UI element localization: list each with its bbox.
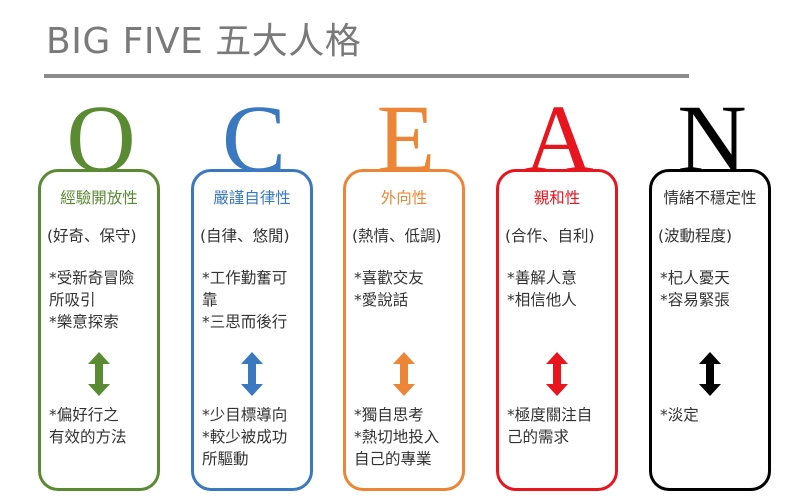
factor-letter: N — [677, 85, 747, 192]
factor-card: 親和性 (合作、自利) *善解人意 *相信他人 *極度關注自己的需求 — [496, 169, 618, 491]
high-traits-list: *善解人意 *相信他人 — [507, 267, 611, 311]
factor-letter: E — [376, 85, 436, 192]
trait-name: 情緒不穩定性 — [663, 189, 757, 207]
high-traits-list: *喜歡交友 *愛說話 — [354, 267, 458, 311]
trait-range: (熱情、低調) — [352, 227, 442, 245]
high-traits-list: *受新奇冒險所吸引 *樂意探索 — [49, 267, 153, 333]
low-trait-line: 自己的專業 — [354, 450, 432, 468]
factor-card: 情緒不穩定性 (波動程度) *杞人憂天 *容易緊張 *淡定 — [649, 169, 771, 491]
low-trait-line: *淡定 — [660, 406, 699, 424]
factor-letter: O — [66, 85, 136, 192]
low-traits-list: *淡定 — [660, 404, 764, 426]
high-trait-line: *相信他人 — [507, 291, 577, 309]
low-traits-list: *偏好行之有效的方法 — [49, 404, 153, 448]
factor-letter: C — [221, 85, 287, 192]
trait-range: (好奇、保守) — [47, 227, 137, 245]
low-trait-line: *極度關注自 — [507, 406, 593, 424]
high-traits-list: *工作勤奮可靠 *三思而後行 — [202, 267, 306, 333]
high-trait-line: *容易緊張 — [660, 291, 730, 309]
high-trait-line: *樂意探索 — [49, 313, 119, 331]
low-trait-line: 己的需求 — [507, 428, 570, 446]
low-traits-list: *獨自思考 *熱切地投入自己的專業 — [354, 404, 458, 470]
trait-name: 經驗開放性 — [60, 189, 138, 207]
page-title: BIG FIVE 五大人格 — [46, 21, 362, 62]
high-trait-line: *工作勤奮可 — [202, 269, 288, 287]
low-traits-list: *少目標導向 *較少被成功所驅動 — [202, 404, 306, 470]
title-divider — [44, 74, 689, 78]
trait-name: 嚴謹自律性 — [213, 189, 291, 207]
double-arrow-icon — [88, 352, 110, 396]
factor-card: 嚴謹自律性 (自律、悠閒) *工作勤奮可靠 *三思而後行 *少目標導向 *較少被成功所驅動 — [191, 169, 313, 491]
high-trait-line: *愛說話 — [354, 291, 409, 309]
high-trait-line: *杞人憂天 — [660, 269, 730, 287]
high-trait-line: *喜歡交友 — [354, 269, 424, 287]
trait-range: (合作、自利) — [505, 227, 595, 245]
trait-range: (波動程度) — [658, 227, 733, 245]
low-trait-line: 所驅動 — [202, 450, 249, 468]
high-trait-line: 靠 — [202, 291, 218, 309]
double-arrow-icon — [241, 352, 263, 396]
double-arrow-icon — [393, 352, 415, 396]
low-trait-line: 有效的方法 — [49, 428, 127, 446]
low-trait-line: *少目標導向 — [202, 406, 288, 424]
double-arrow-icon — [546, 352, 568, 396]
low-trait-line: *偏好行之 — [49, 406, 119, 424]
trait-name: 親和性 — [533, 189, 581, 207]
factor-card: 經驗開放性 (好奇、保守) *受新奇冒險所吸引 *樂意探索 *偏好行之有效的方法 — [38, 169, 160, 491]
factor-card: 外向性 (熱情、低調) *喜歡交友 *愛說話 *獨自思考 *熱切地投入自己的專業 — [343, 169, 465, 491]
high-trait-line: *三思而後行 — [202, 313, 288, 331]
double-arrow-icon — [699, 352, 721, 396]
high-trait-line: *受新奇冒險 — [49, 269, 135, 287]
trait-range: (自律、悠閒) — [200, 227, 290, 245]
low-trait-line: *較少被成功 — [202, 428, 288, 446]
low-trait-line: *熱切地投入 — [354, 428, 440, 446]
trait-name: 外向性 — [380, 189, 428, 207]
low-trait-line: *獨自思考 — [354, 406, 424, 424]
high-trait-line: 所吸引 — [49, 291, 96, 309]
factor-letter: A — [524, 85, 594, 192]
low-traits-list: *極度關注自己的需求 — [507, 404, 611, 448]
high-trait-line: *善解人意 — [507, 269, 577, 287]
high-traits-list: *杞人憂天 *容易緊張 — [660, 267, 764, 311]
